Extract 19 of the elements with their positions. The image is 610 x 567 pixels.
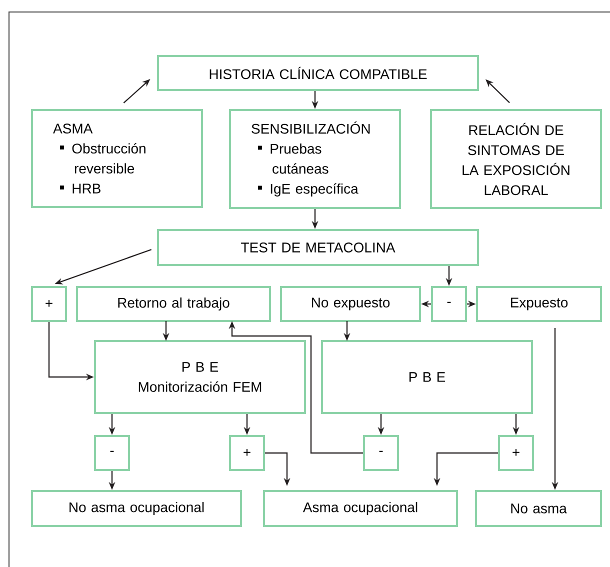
process-box: SENSIBILIZACIÓN Pruebas cutáneas IgE específica — [229, 109, 401, 209]
result-box: + — [229, 435, 265, 471]
process-box: Retorno al trabajo — [76, 286, 271, 322]
process-box: TEST DE METACOLINA — [157, 229, 479, 266]
result-box: - — [431, 286, 467, 322]
result-box: - — [363, 435, 399, 471]
process-box: Expuesto — [476, 286, 602, 322]
outcome-box: No asma ocupacional — [31, 490, 242, 527]
process-box: P B E — [321, 340, 533, 414]
outcome-box: Asma ocupacional — [263, 490, 458, 527]
process-box: ASMA Obstrucción reversible HRB — [31, 109, 203, 208]
outcome-box: No asma — [475, 490, 602, 527]
process-box: HISTORIA CLÍNICA COMPATIBLE — [157, 55, 479, 91]
result-box: - — [94, 435, 130, 471]
result-box: + — [498, 435, 534, 471]
process-box: RELACIÓN DE SINTOMAS DE LA EXPOSICIÓN LABORAL — [430, 109, 602, 209]
process-box: No expuesto — [280, 286, 421, 322]
result-box: + — [31, 286, 67, 322]
process-box: P B E Monitorización FEM — [94, 340, 306, 414]
